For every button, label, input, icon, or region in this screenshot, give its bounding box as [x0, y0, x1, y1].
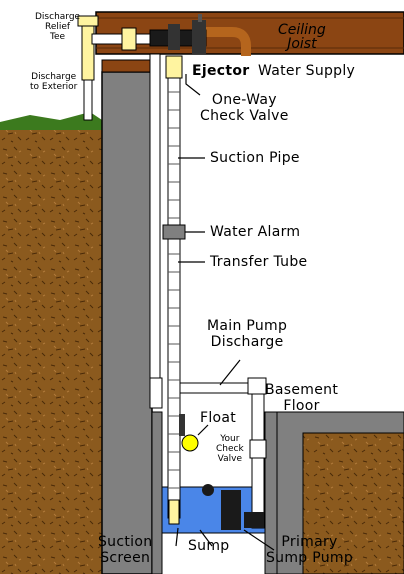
- floor-slab-right: [276, 411, 404, 574]
- label-suction-screen: Suction Screen: [98, 534, 152, 566]
- label-line: Main Pump: [207, 318, 288, 334]
- label-line: Floor: [283, 398, 320, 414]
- label-line: Discharge: [210, 334, 284, 350]
- label-line: Suction: [98, 534, 153, 550]
- label-line: Discharge: [35, 12, 81, 22]
- label-line: Check: [216, 444, 244, 454]
- label-line: Sump Pump: [266, 550, 354, 566]
- discharge-exterior-pipe: [77, 15, 153, 121]
- label-line: Relief: [45, 22, 71, 32]
- suction-screen-fitting: [168, 499, 180, 525]
- label-discharge-relief-tee: Discharge Relief Tee: [35, 12, 80, 42]
- label-ceiling-joist: Ceiling Joist: [278, 22, 326, 52]
- check-valve-fitting: [165, 55, 183, 79]
- label-line: Check Valve: [200, 108, 289, 124]
- ejector-assembly: [149, 14, 207, 54]
- label-line: Tee: [50, 32, 66, 42]
- label-transfer-tube: Transfer Tube: [210, 254, 308, 270]
- floor-slab-left: [151, 411, 163, 574]
- label-line: Screen: [100, 550, 151, 566]
- water-supply-line: [200, 27, 251, 56]
- soil-left: [0, 112, 102, 574]
- suction-pipe: [149, 53, 161, 393]
- label-sump: Sump: [188, 538, 230, 554]
- label-one-way-check-valve: One-Way Check Valve: [200, 92, 289, 124]
- label-line: One-Way: [211, 92, 277, 108]
- label-suction-pipe: Suction Pipe: [210, 150, 300, 166]
- pointer-lines: [175, 74, 275, 551]
- label-line: Primary: [281, 534, 338, 550]
- label-basement-floor: Basement Floor: [265, 382, 338, 414]
- label-water-alarm: Water Alarm: [210, 224, 301, 240]
- water-alarm-device: [162, 224, 186, 240]
- label-line: Your: [220, 434, 240, 444]
- label-ejector: Ejector: [192, 63, 250, 79]
- label-main-pump-discharge: Main Pump Discharge: [207, 318, 287, 350]
- label-line: Joist: [287, 36, 317, 52]
- label-line: Basement: [265, 382, 339, 398]
- label-primary-sump-pump: Primary Sump Pump: [266, 534, 353, 566]
- label-float: Float: [200, 410, 237, 426]
- transfer-tube: [167, 77, 181, 519]
- label-line: to Exterior: [30, 82, 78, 92]
- foundation-wall: [101, 71, 153, 574]
- label-discharge-to-exterior: Discharge to Exterior: [30, 72, 77, 92]
- label-line: Discharge: [31, 72, 77, 82]
- label-water-supply: Water Supply: [258, 63, 356, 79]
- float-assembly: [179, 414, 199, 452]
- label-line: Ceiling: [278, 22, 326, 38]
- primary-sump-pump-unit: [202, 484, 264, 530]
- label-line: Valve: [217, 454, 243, 464]
- label-your-check-valve: Your Check Valve: [216, 434, 244, 464]
